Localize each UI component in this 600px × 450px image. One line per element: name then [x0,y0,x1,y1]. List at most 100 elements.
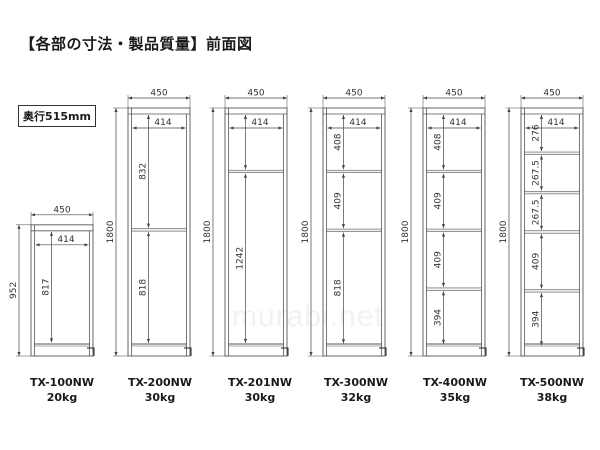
dimension-value: 267.5 [531,199,541,225]
outer-frame [322,107,386,357]
model-name: TX-100NW [30,376,94,389]
model-name: TX-201NW [228,376,292,389]
shelf-board [426,287,482,291]
dimension-value: 832 [138,163,148,180]
unit-label-tx-500nw: TX-500NW 38kg [512,375,592,405]
arrow-icon [243,115,248,119]
model-name: TX-200NW [128,376,192,389]
unit-weight: 35kg [439,391,471,404]
shelf-board [524,151,580,155]
arrow-icon [441,282,446,287]
dimension-value: 450 [53,205,70,215]
arrow-icon [243,173,248,178]
arrow-icon [146,223,151,228]
arrow-icon [539,234,544,239]
arrow-icon [323,96,327,100]
dimension-value: 818 [333,279,343,296]
unit-label-tx-400nw: TX-400NW 35kg [415,375,495,405]
arrow-icon [539,115,544,119]
arrow-icon [423,96,427,100]
shelf-board [426,169,482,174]
arrow-icon [539,341,544,346]
arrow-icon [84,243,89,247]
arrow-icon [341,339,346,344]
arrow-icon [441,165,446,170]
arrow-icon [132,126,137,130]
dimension-value: 414 [449,118,466,128]
arrow-icon [539,284,544,289]
model-name: TX-500NW [520,376,584,389]
shelf-board [326,169,382,174]
dimension-value: 414 [547,118,564,128]
dimension-value: 409 [433,192,443,209]
dimension-value: 952 [9,282,19,299]
arrow-icon [49,338,54,343]
arrow-icon [441,173,446,178]
dimension-value: 818 [138,279,148,296]
dimension-value: 1800 [203,220,213,243]
arrow-icon [521,96,525,100]
arrow-icon [539,293,544,298]
outer-frame [520,107,584,357]
dimension-value: 1242 [235,247,245,270]
shelf-board [524,191,580,195]
dimension-value: 450 [543,89,560,99]
shelf-board [524,230,580,234]
arrow-icon [341,115,346,119]
arrow-icon [309,352,313,356]
arrow-icon [114,108,118,112]
arrow-icon [31,213,35,217]
dimension-value: 267.5 [531,160,541,186]
arrow-icon [243,165,248,170]
dimension-value: 1800 [499,220,509,243]
dimension-value: 1800 [106,220,116,243]
dimension-value: 1800 [301,220,311,243]
arrow-icon [539,194,544,199]
arrow-icon [539,186,544,191]
dimension-value: 450 [150,89,167,99]
model-name: TX-300NW [324,376,388,389]
arrow-icon [481,96,485,100]
unit-weight: 30kg [244,391,276,404]
arrow-icon [376,126,381,130]
dimension-value: 1800 [401,220,411,243]
arrow-icon [341,224,346,229]
watermark: murabi.net [232,300,384,333]
arrow-icon [229,126,234,130]
arrow-icon [35,243,40,247]
shelf-board [524,289,580,293]
adjuster-mark [184,347,192,356]
shelf-board [426,228,482,232]
dimension-value: 414 [57,235,74,245]
dimension-value: 414 [349,118,366,128]
arrow-icon [146,338,151,343]
unit-weight: 20kg [46,391,78,404]
shelf-board [131,228,187,232]
outer-frame [30,224,94,357]
arrow-icon [409,108,413,112]
arrow-icon [211,108,215,112]
dimension-value: 409 [333,192,343,209]
arrow-icon [539,155,544,160]
arrow-icon [525,126,530,130]
unit-weight: 32kg [340,391,372,404]
arrow-icon [146,115,151,119]
arrow-icon [427,126,432,130]
dimension-value: 394 [433,309,443,326]
arrow-icon [283,96,287,100]
arrow-icon [181,126,186,130]
dimension-value: 276 [531,124,541,141]
arrow-icon [441,224,446,229]
dimension-value: 408 [333,133,343,150]
dimension-value: 450 [247,89,264,99]
arrow-icon [186,96,190,100]
unit-label-tx-201nw: TX-201NW 30kg [220,375,300,405]
arrow-icon [327,126,332,130]
model-name: TX-400NW [423,376,487,389]
